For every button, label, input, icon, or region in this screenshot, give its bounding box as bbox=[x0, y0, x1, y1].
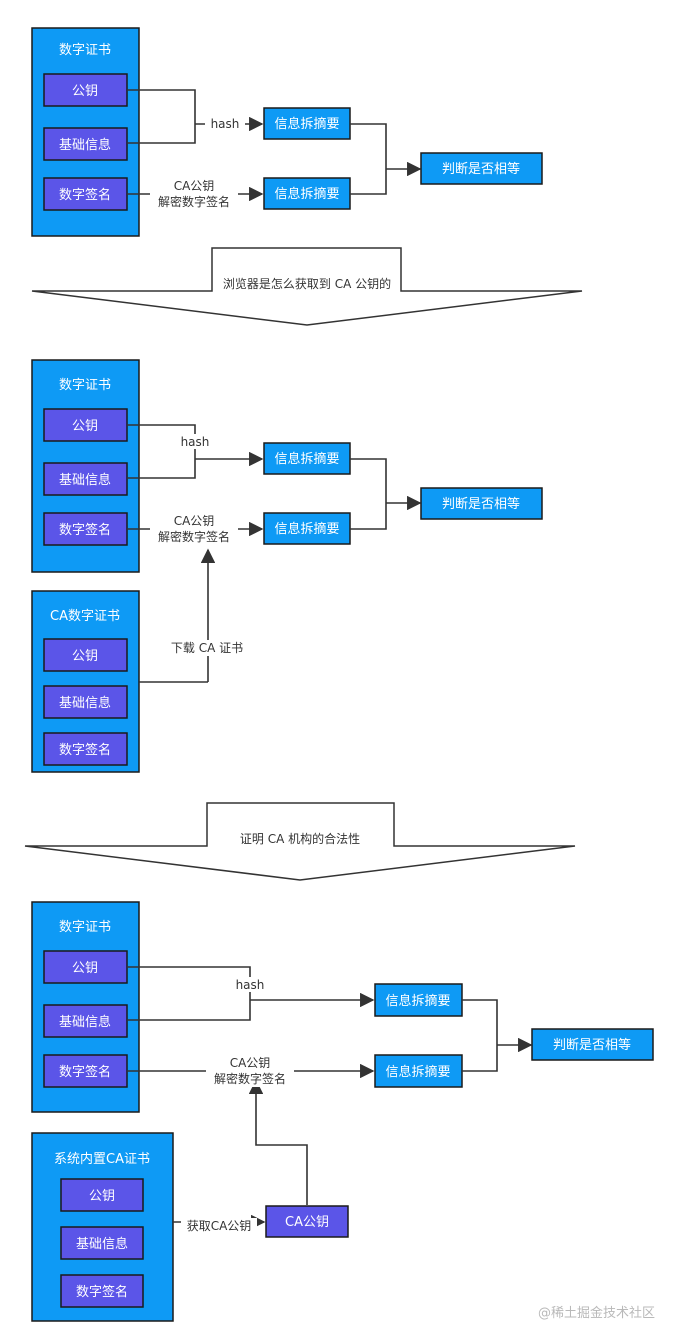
decrypt-signature-label: 解密数字签名 bbox=[158, 194, 230, 209]
signature-label: 数字签名 bbox=[59, 742, 111, 758]
decrypt-signature-label: 解密数字签名 bbox=[214, 1071, 286, 1086]
basic-info-field bbox=[43, 1004, 128, 1038]
signature-label: 数字签名 bbox=[76, 1284, 128, 1300]
certificate-title: 数字证书 bbox=[59, 920, 111, 935]
basic-info-label: 基础信息 bbox=[76, 1236, 128, 1252]
hash-connector bbox=[127, 966, 251, 1021]
download-ca-label: 下载 CA 证书 bbox=[171, 641, 243, 655]
compare-connector bbox=[350, 123, 387, 195]
basic-info-label: 基础信息 bbox=[59, 137, 111, 153]
ca-pubkey-box-label: CA公钥 bbox=[285, 1215, 329, 1230]
public-key-field bbox=[60, 1178, 144, 1212]
digest-label-2: 信息拆摘要 bbox=[385, 1064, 450, 1080]
signature-field bbox=[43, 732, 128, 766]
digest-label-1: 信息拆摘要 bbox=[274, 451, 339, 467]
section-1: 数字证书 公钥 基础信息 数字签名 hash 信息拆摘要 CA公钥 解密数字签名… bbox=[31, 27, 543, 237]
digest-box-1 bbox=[263, 442, 351, 475]
public-key-field bbox=[43, 950, 128, 984]
compare-label: 判断是否相等 bbox=[553, 1037, 631, 1053]
public-key-label: 公钥 bbox=[89, 1189, 115, 1204]
public-key-label: 公钥 bbox=[72, 649, 98, 664]
compare-box bbox=[531, 1028, 654, 1061]
hash-label: hash bbox=[236, 978, 265, 992]
basic-info-field bbox=[43, 462, 128, 496]
compare-label: 判断是否相等 bbox=[442, 496, 520, 512]
get-ca-pubkey-label: 获取CA公钥 bbox=[187, 1219, 252, 1233]
digest-box-2 bbox=[263, 512, 351, 545]
signature-label: 数字签名 bbox=[59, 1064, 111, 1080]
digest-box-2 bbox=[263, 177, 351, 210]
public-key-label: 公钥 bbox=[72, 961, 98, 976]
section-2: 数字证书 公钥 基础信息 数字签名 hash 信息拆摘要 CA公钥 解密数字签名… bbox=[31, 359, 543, 773]
hash-connector bbox=[127, 89, 196, 144]
signature-label: 数字签名 bbox=[59, 522, 111, 538]
ca-certificate-title: CA数字证书 bbox=[50, 609, 120, 624]
hash-label: hash bbox=[181, 435, 210, 449]
signature-field bbox=[43, 1054, 128, 1088]
certificate-title: 数字证书 bbox=[59, 378, 111, 393]
ca-pubkey-label: CA公钥 bbox=[174, 179, 215, 193]
public-key-label: 公钥 bbox=[72, 84, 98, 99]
digest-label-1: 信息拆摘要 bbox=[274, 116, 339, 132]
hash-label: hash bbox=[211, 117, 240, 131]
signature-field bbox=[60, 1274, 144, 1308]
compare-box bbox=[420, 152, 543, 185]
compare-label: 判断是否相等 bbox=[442, 161, 520, 177]
banner-arrow-1: 浏览器是怎么获取到 CA 公钥的 bbox=[31, 247, 583, 326]
compare-box bbox=[420, 487, 543, 520]
banner-arrow-2: 证明 CA 机构的合法性 bbox=[24, 802, 576, 881]
banner-1-text: 浏览器是怎么获取到 CA 公钥的 bbox=[223, 276, 391, 291]
basic-info-field bbox=[43, 685, 128, 719]
ca-pubkey-label: CA公钥 bbox=[230, 1056, 271, 1070]
public-key-label: 公钥 bbox=[72, 419, 98, 434]
compare-connector bbox=[462, 999, 498, 1072]
hash-connector bbox=[127, 424, 196, 479]
section-3: 数字证书 公钥 基础信息 数字签名 hash 信息拆摘要 CA公钥 解密数字签名… bbox=[31, 901, 654, 1322]
digest-label-2: 信息拆摘要 bbox=[274, 521, 339, 537]
basic-info-label: 基础信息 bbox=[59, 695, 111, 711]
digest-box-2 bbox=[374, 1054, 463, 1088]
digest-label-1: 信息拆摘要 bbox=[385, 993, 450, 1009]
ca-pubkey-label: CA公钥 bbox=[174, 514, 215, 528]
basic-info-field bbox=[43, 127, 128, 161]
builtin-ca-title: 系统内置CA证书 bbox=[54, 1151, 150, 1167]
basic-info-field bbox=[60, 1226, 144, 1260]
digest-label-2: 信息拆摘要 bbox=[274, 186, 339, 202]
public-key-field bbox=[43, 73, 128, 107]
basic-info-label: 基础信息 bbox=[59, 1014, 111, 1030]
certificate-title: 数字证书 bbox=[59, 43, 111, 58]
compare-connector bbox=[350, 458, 387, 530]
signature-field bbox=[43, 512, 128, 546]
signature-label: 数字签名 bbox=[59, 187, 111, 203]
watermark: @稀土掘金技术社区 bbox=[538, 1305, 655, 1321]
ca-pubkey-box bbox=[265, 1205, 349, 1238]
banner-2-text: 证明 CA 机构的合法性 bbox=[240, 831, 360, 846]
ca-pubkey-up-arrow bbox=[248, 1079, 308, 1205]
public-key-field bbox=[43, 638, 128, 672]
basic-info-label: 基础信息 bbox=[59, 472, 111, 488]
decrypt-signature-label: 解密数字签名 bbox=[158, 529, 230, 544]
